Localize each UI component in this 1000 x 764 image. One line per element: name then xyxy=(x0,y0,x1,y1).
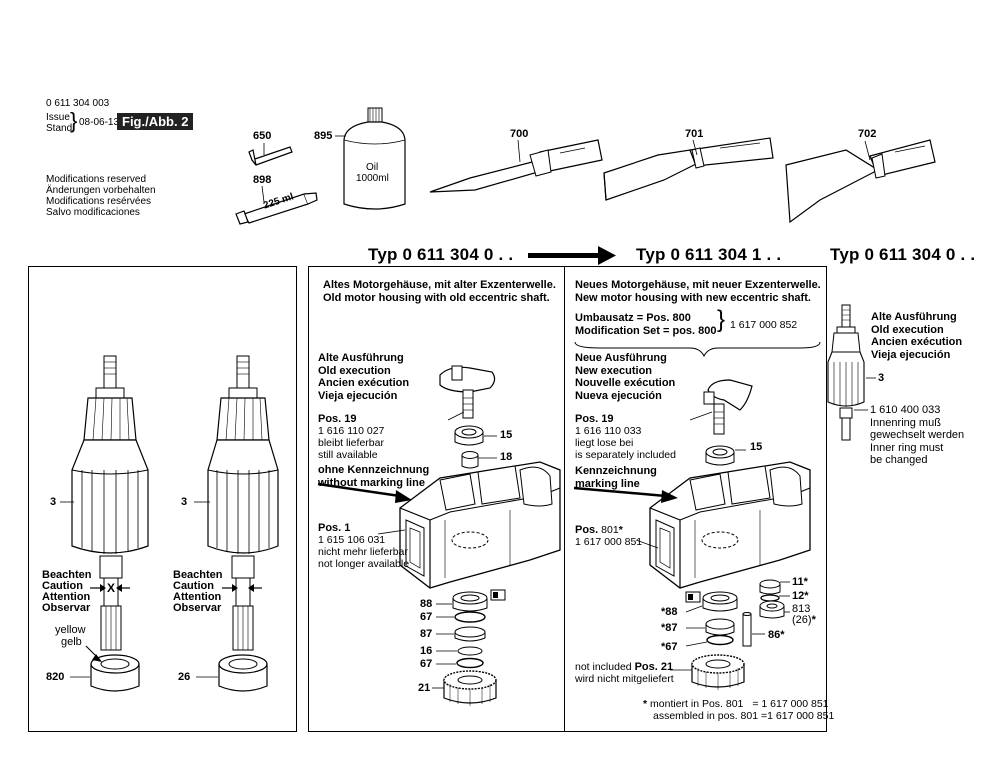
bearing-88-new-icon xyxy=(685,591,738,613)
pos-898: 898 xyxy=(253,174,272,186)
bearing-15-old-icon xyxy=(454,425,497,446)
issue-label: Issue xyxy=(46,112,70,123)
pos21-note: not included Pos. 21 wird nicht mitgelie… xyxy=(575,661,674,685)
footnote: * montiert in Pos. 801 = 1 617 000 851 a… xyxy=(643,698,835,722)
pos-895: 895 xyxy=(314,130,333,142)
label-67b-old: 67 xyxy=(420,658,433,670)
bearing-11-new-icon xyxy=(759,579,790,595)
label-12-new: 12* xyxy=(792,590,809,602)
armature-right-pos: 3 xyxy=(181,496,188,508)
label-11-new: 11* xyxy=(792,576,808,588)
figure-label: Fig./Abb. 2 xyxy=(117,113,194,130)
label-88-new: *88 xyxy=(661,606,678,618)
armature-far-right-icon xyxy=(827,304,876,441)
label-67-old: 67 xyxy=(420,611,433,623)
label-87-old: 87 xyxy=(420,628,433,640)
ring-67-old-icon xyxy=(436,611,486,623)
far-right-old-execution: Alte Ausführung Old execution Ancien exé… xyxy=(871,311,963,361)
set-number: 1 617 000 852 xyxy=(730,319,798,331)
arrow-right-icon xyxy=(528,246,616,265)
far-right-pos: 3 xyxy=(878,372,885,384)
caution-left: Beachten Caution Attention Observar xyxy=(42,569,92,614)
gear-21-new-icon xyxy=(670,654,745,690)
label-21-old: 21 xyxy=(418,682,431,694)
label-86-new: 86* xyxy=(768,629,785,641)
ring-67-new-icon xyxy=(685,634,734,647)
pos-700: 700 xyxy=(510,128,529,140)
no-marking-line: ohne Kennzeichnung without marking line xyxy=(318,464,430,489)
gear-21-old-icon xyxy=(432,670,497,706)
yellow-note: yellow gelb xyxy=(55,624,86,648)
bearing-813-new-icon xyxy=(759,600,790,619)
bearing-15-new-icon xyxy=(705,445,746,466)
flat-chisel-icon xyxy=(603,137,774,201)
spade-chisel-icon xyxy=(785,139,936,224)
pointed-chisel-icon xyxy=(429,139,603,193)
oil-volume: 1000ml xyxy=(356,173,389,184)
bearing-26-label: 26 xyxy=(178,671,191,683)
label-87-new: *87 xyxy=(661,622,678,634)
bearing-88-old-icon xyxy=(436,589,506,612)
part-number: 0 611 304 003 xyxy=(46,98,110,109)
oil-bottle-icon xyxy=(335,107,406,210)
oil-label: Oil xyxy=(366,162,379,173)
label-18-old: 18 xyxy=(500,451,513,463)
pos-650: 650 xyxy=(253,130,272,142)
inner-ring-note: 1 610 400 033 Innenring muß gewechselt w… xyxy=(870,404,965,466)
pos19-old: Pos. 19 1 616 110 027 bleibt lieferbar s… xyxy=(318,413,385,461)
old-panel-title: Altes Motorgehäuse, mit alter Exzenterwe… xyxy=(323,279,556,304)
pos801-new: Pos. 801* 1 617 000 851 xyxy=(575,524,643,548)
label-26-new: (26)* xyxy=(792,614,816,626)
label-813-new: 813 xyxy=(792,603,811,615)
type-label-old: Typ 0 611 304 0 . . xyxy=(368,245,514,264)
label-16-old: 16 xyxy=(420,645,433,657)
stand-label: Stand xyxy=(46,123,73,134)
pos1-old: Pos. 1 1 615 106 031 nicht mehr lieferba… xyxy=(318,522,410,570)
type-label-new: Typ 0 611 304 1 . . xyxy=(636,245,782,264)
new-panel-title: Neues Motorgehäuse, mit neuer Exzenterwe… xyxy=(575,279,821,304)
armature-left-pos: 3 xyxy=(50,496,57,508)
ring-87-new-icon xyxy=(686,618,735,636)
set-brace xyxy=(574,341,821,358)
label-67-new: *67 xyxy=(661,641,678,653)
caution-right: Beachten Caution Attention Observar xyxy=(173,569,223,614)
sleeve-18-old-icon xyxy=(461,451,497,469)
issue-date: 08-06-13 xyxy=(79,117,120,128)
pos-701: 701 xyxy=(685,128,704,140)
caution-mark: X xyxy=(107,581,116,595)
eccentric-shaft-old-icon xyxy=(439,365,496,421)
armature-right-icon xyxy=(194,355,279,651)
armature-left-icon xyxy=(60,355,149,651)
hex-key-icon xyxy=(248,143,293,166)
bearing-26-icon xyxy=(196,654,268,692)
washer-16-old-icon xyxy=(436,646,483,656)
pos-702: 702 xyxy=(858,128,877,140)
modification-set: Umbausatz = Pos. 800 Modification Set = … xyxy=(575,312,717,337)
bearing-820-label: 820 xyxy=(46,671,65,683)
grease-tube-icon xyxy=(235,185,318,225)
pos19-new: Pos. 19 1 616 110 033 liegt lose bei is … xyxy=(575,413,676,461)
new-execution-label: Neue Ausführung New execution Nouvelle e… xyxy=(575,352,676,402)
label-15-new: 15 xyxy=(750,441,763,453)
label-88-old: 88 xyxy=(420,598,433,610)
ring-87-old-icon xyxy=(436,626,486,642)
label-15-old: 15 xyxy=(500,429,513,441)
motor-housing-new-icon xyxy=(573,461,811,589)
issue-brace: } xyxy=(70,108,78,133)
ring-67b-old-icon xyxy=(436,657,484,669)
pin-86-new-icon xyxy=(742,612,765,647)
motor-housing-old-icon xyxy=(317,461,561,589)
eccentric-shaft-new-icon xyxy=(689,379,753,435)
type-label-old-right: Typ 0 611 304 0 . . xyxy=(830,245,976,264)
set-brace-right: } xyxy=(717,306,726,333)
old-execution-label: Alte Ausführung Old execution Ancien exé… xyxy=(318,352,410,402)
bearing-820-icon xyxy=(70,645,140,692)
marking-line: Kennzeichnung marking line xyxy=(575,465,657,490)
modifications-notice: Modifications reserved Änderungen vorbeh… xyxy=(46,174,156,218)
